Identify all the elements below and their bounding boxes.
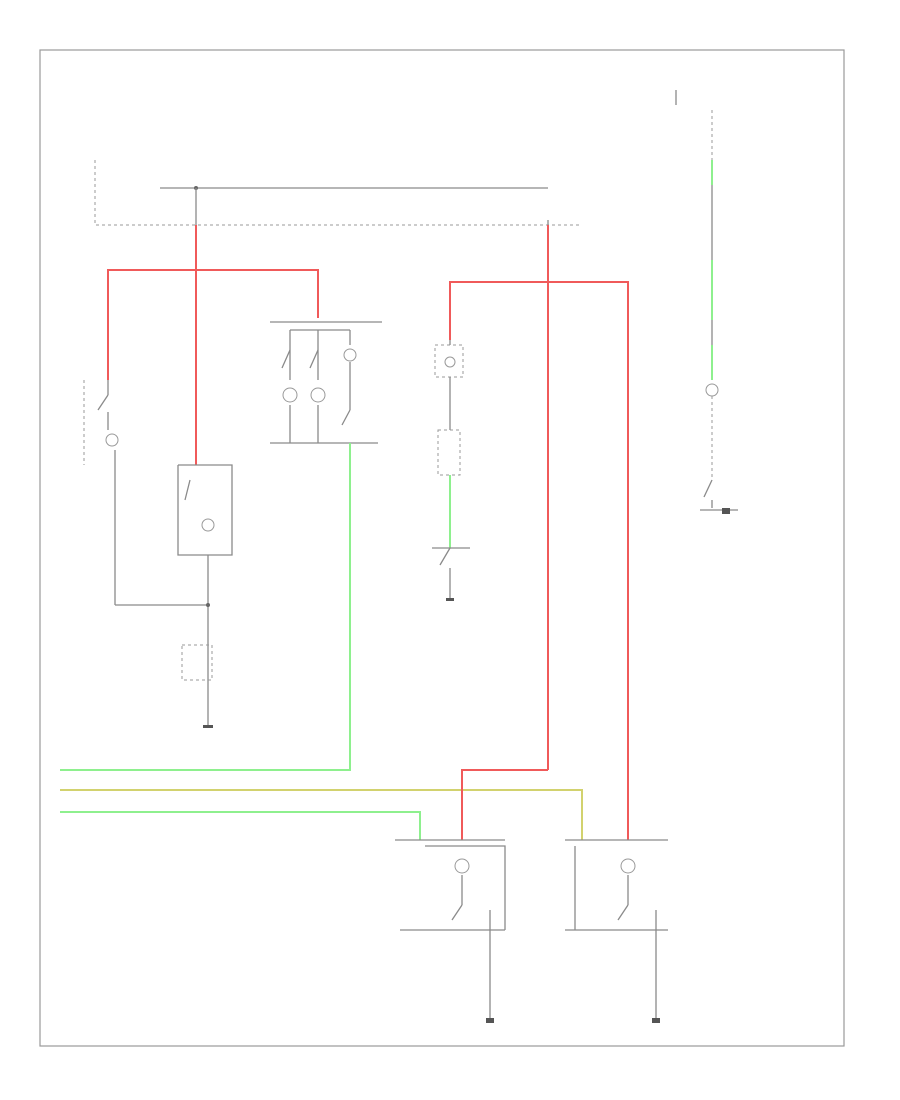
door-switch-box-center xyxy=(177,464,233,728)
yellow-wire xyxy=(60,789,583,840)
right-column xyxy=(675,90,738,514)
ground-icon xyxy=(446,598,454,601)
power-block-left xyxy=(94,160,580,226)
ground-icon xyxy=(722,508,730,514)
ground-icon xyxy=(486,1018,494,1023)
lamp-icon xyxy=(282,387,298,403)
green-wire-bottom xyxy=(60,811,421,840)
diagram-frame xyxy=(39,49,845,1047)
red-wires-center xyxy=(449,225,629,840)
lamp-unit-bottom-left xyxy=(395,839,506,1023)
ground-icon xyxy=(203,725,213,728)
map-lamp-cluster xyxy=(270,321,382,444)
left-courtesy-lamp-assembly xyxy=(83,380,208,606)
lamp-icon xyxy=(201,518,215,532)
lamp-icon xyxy=(105,433,119,447)
lamp-icon xyxy=(620,858,636,874)
lamp-icon xyxy=(705,383,719,397)
relay-assembly-center xyxy=(432,340,470,601)
lamp-unit-bottom-right xyxy=(565,839,668,1023)
ground-icon xyxy=(652,1018,660,1023)
green-wire-left xyxy=(60,443,351,771)
lamp-icon xyxy=(454,858,470,874)
red-wires-left xyxy=(107,225,319,465)
lamp-icon xyxy=(343,348,357,362)
lamp-icon xyxy=(444,356,456,368)
lamp-icon xyxy=(310,387,326,403)
